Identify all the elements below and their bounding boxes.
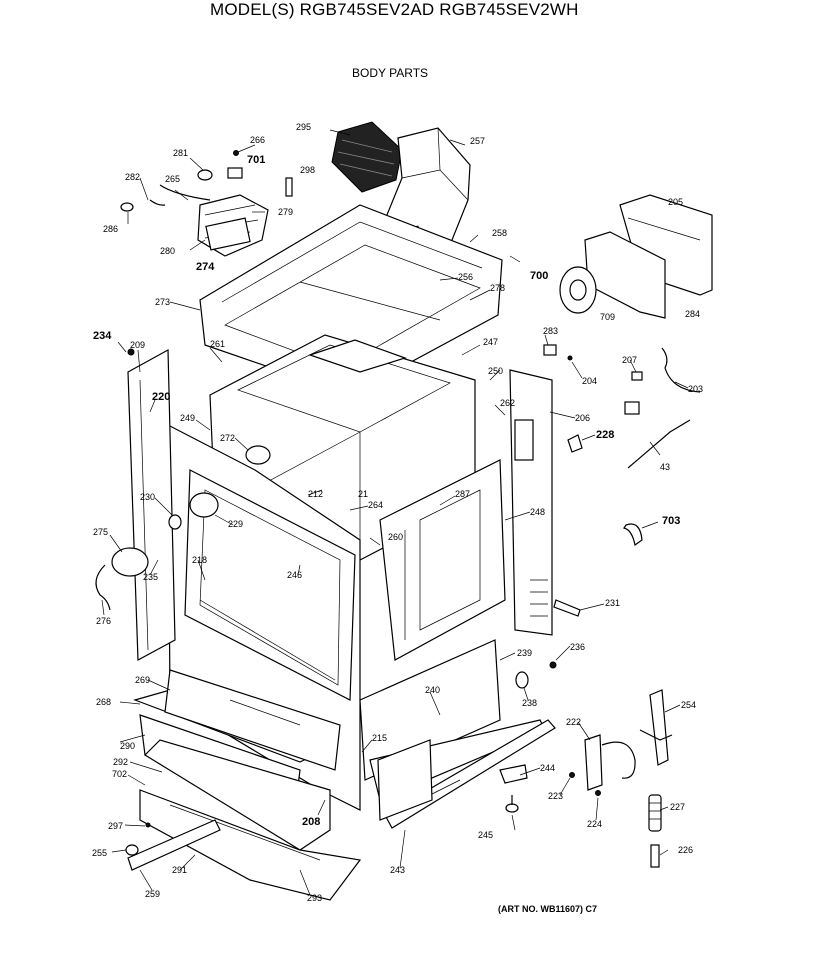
- part-label-244: 244: [540, 763, 555, 773]
- part-label-298: 298: [300, 165, 315, 175]
- part-number-labels: 266 281 701 298 295 257 282 265 279 286 …: [92, 122, 703, 903]
- part-label-207: 207: [622, 355, 637, 365]
- part-label-259: 259: [145, 889, 160, 899]
- part-label-220: 220: [152, 391, 170, 403]
- part-label-264: 264: [368, 500, 383, 510]
- part-label-293: 293: [307, 893, 322, 903]
- part-label-236: 236: [570, 642, 585, 652]
- cabinet-top: [199, 204, 503, 396]
- top-burner-assembly: [120, 150, 293, 257]
- part-label-260: 260: [388, 532, 403, 542]
- part-label-245: 245: [478, 830, 493, 840]
- part-label-223: 223: [548, 791, 563, 801]
- drawer-assembly: [125, 669, 362, 901]
- part-label-297: 297: [108, 821, 123, 831]
- part-label-262: 262: [500, 398, 515, 408]
- part-label-246: 246: [287, 570, 302, 580]
- part-label-290: 290: [120, 741, 135, 751]
- part-label-266: 266: [250, 135, 265, 145]
- part-label-208: 208: [302, 816, 320, 828]
- part-label-282: 282: [125, 172, 140, 182]
- part-label-229: 229: [228, 519, 243, 529]
- part-label-261: 261: [210, 339, 225, 349]
- part-label-204: 204: [582, 376, 597, 386]
- part-label-280: 280: [160, 246, 175, 256]
- part-label-701: 701: [247, 154, 265, 166]
- right-side-panel: [379, 369, 553, 661]
- part-label-247: 247: [483, 337, 498, 347]
- art-number: (ART NO. WB11607) C7: [498, 904, 598, 914]
- part-label-292: 292: [113, 757, 128, 767]
- part-label-269: 269: [135, 675, 150, 685]
- leader-lines: [101, 129, 689, 896]
- part-label-231: 231: [605, 598, 620, 608]
- part-label-243: 243: [390, 865, 405, 875]
- part-label-209: 209: [130, 340, 145, 350]
- part-label-268: 268: [96, 697, 111, 707]
- part-label-295: 295: [296, 122, 311, 132]
- part-label-274: 274: [196, 261, 215, 273]
- small-parts-right: [515, 344, 701, 689]
- page-title: MODEL(S) RGB745SEV2AD RGB745SEV2WH: [210, 0, 579, 19]
- part-label-256: 256: [458, 272, 473, 282]
- part-label-276: 276: [96, 616, 111, 626]
- part-label-265: 265: [165, 174, 180, 184]
- part-label-230: 230: [140, 492, 155, 502]
- part-label-212: 212: [308, 489, 323, 499]
- insulation-pad: [331, 121, 403, 193]
- part-label-700: 700: [530, 270, 548, 282]
- part-label-234: 234: [93, 330, 112, 342]
- part-label-709: 709: [600, 312, 615, 322]
- part-label-239: 239: [517, 648, 532, 658]
- part-label-284: 284: [685, 309, 700, 319]
- part-label-291: 291: [172, 865, 187, 875]
- section-title: BODY PARTS: [352, 66, 429, 80]
- part-label-205: 205: [668, 197, 683, 207]
- part-label-235: 235: [143, 572, 158, 582]
- part-label-287: 287: [455, 489, 470, 499]
- part-label-272: 272: [220, 433, 235, 443]
- part-label-283: 283: [543, 326, 558, 336]
- part-label-281: 281: [173, 148, 188, 158]
- part-label-702: 702: [112, 769, 127, 779]
- part-label-228: 228: [596, 429, 614, 441]
- part-label-21: 21: [358, 489, 368, 499]
- part-label-215: 215: [372, 733, 387, 743]
- part-label-218: 218: [192, 555, 207, 565]
- part-label-238: 238: [522, 698, 537, 708]
- part-label-703: 703: [662, 515, 680, 527]
- part-label-249: 249: [180, 413, 195, 423]
- part-label-257: 257: [470, 136, 485, 146]
- part-label-279: 279: [278, 207, 293, 217]
- kick-panel: [359, 639, 556, 829]
- part-label-286: 286: [103, 224, 118, 234]
- part-label-227: 227: [670, 802, 685, 812]
- part-label-255: 255: [92, 848, 107, 858]
- part-label-258: 258: [492, 228, 507, 238]
- part-label-250: 250: [488, 366, 503, 376]
- part-label-254: 254: [681, 700, 696, 710]
- part-label-224: 224: [587, 819, 602, 829]
- part-label-226: 226: [678, 845, 693, 855]
- part-label-275: 275: [93, 527, 108, 537]
- part-label-240: 240: [425, 685, 440, 695]
- part-label-203: 203: [688, 384, 703, 394]
- lower-right-parts: [499, 689, 673, 868]
- part-label-278: 278: [490, 283, 505, 293]
- left-side-panel: [95, 348, 219, 661]
- part-label-273: 273: [155, 297, 170, 307]
- part-label-206: 206: [575, 413, 590, 423]
- part-label-248: 248: [530, 507, 545, 517]
- part-label-43: 43: [660, 462, 670, 472]
- rear-wrapper: [559, 194, 713, 319]
- part-label-222: 222: [566, 717, 581, 727]
